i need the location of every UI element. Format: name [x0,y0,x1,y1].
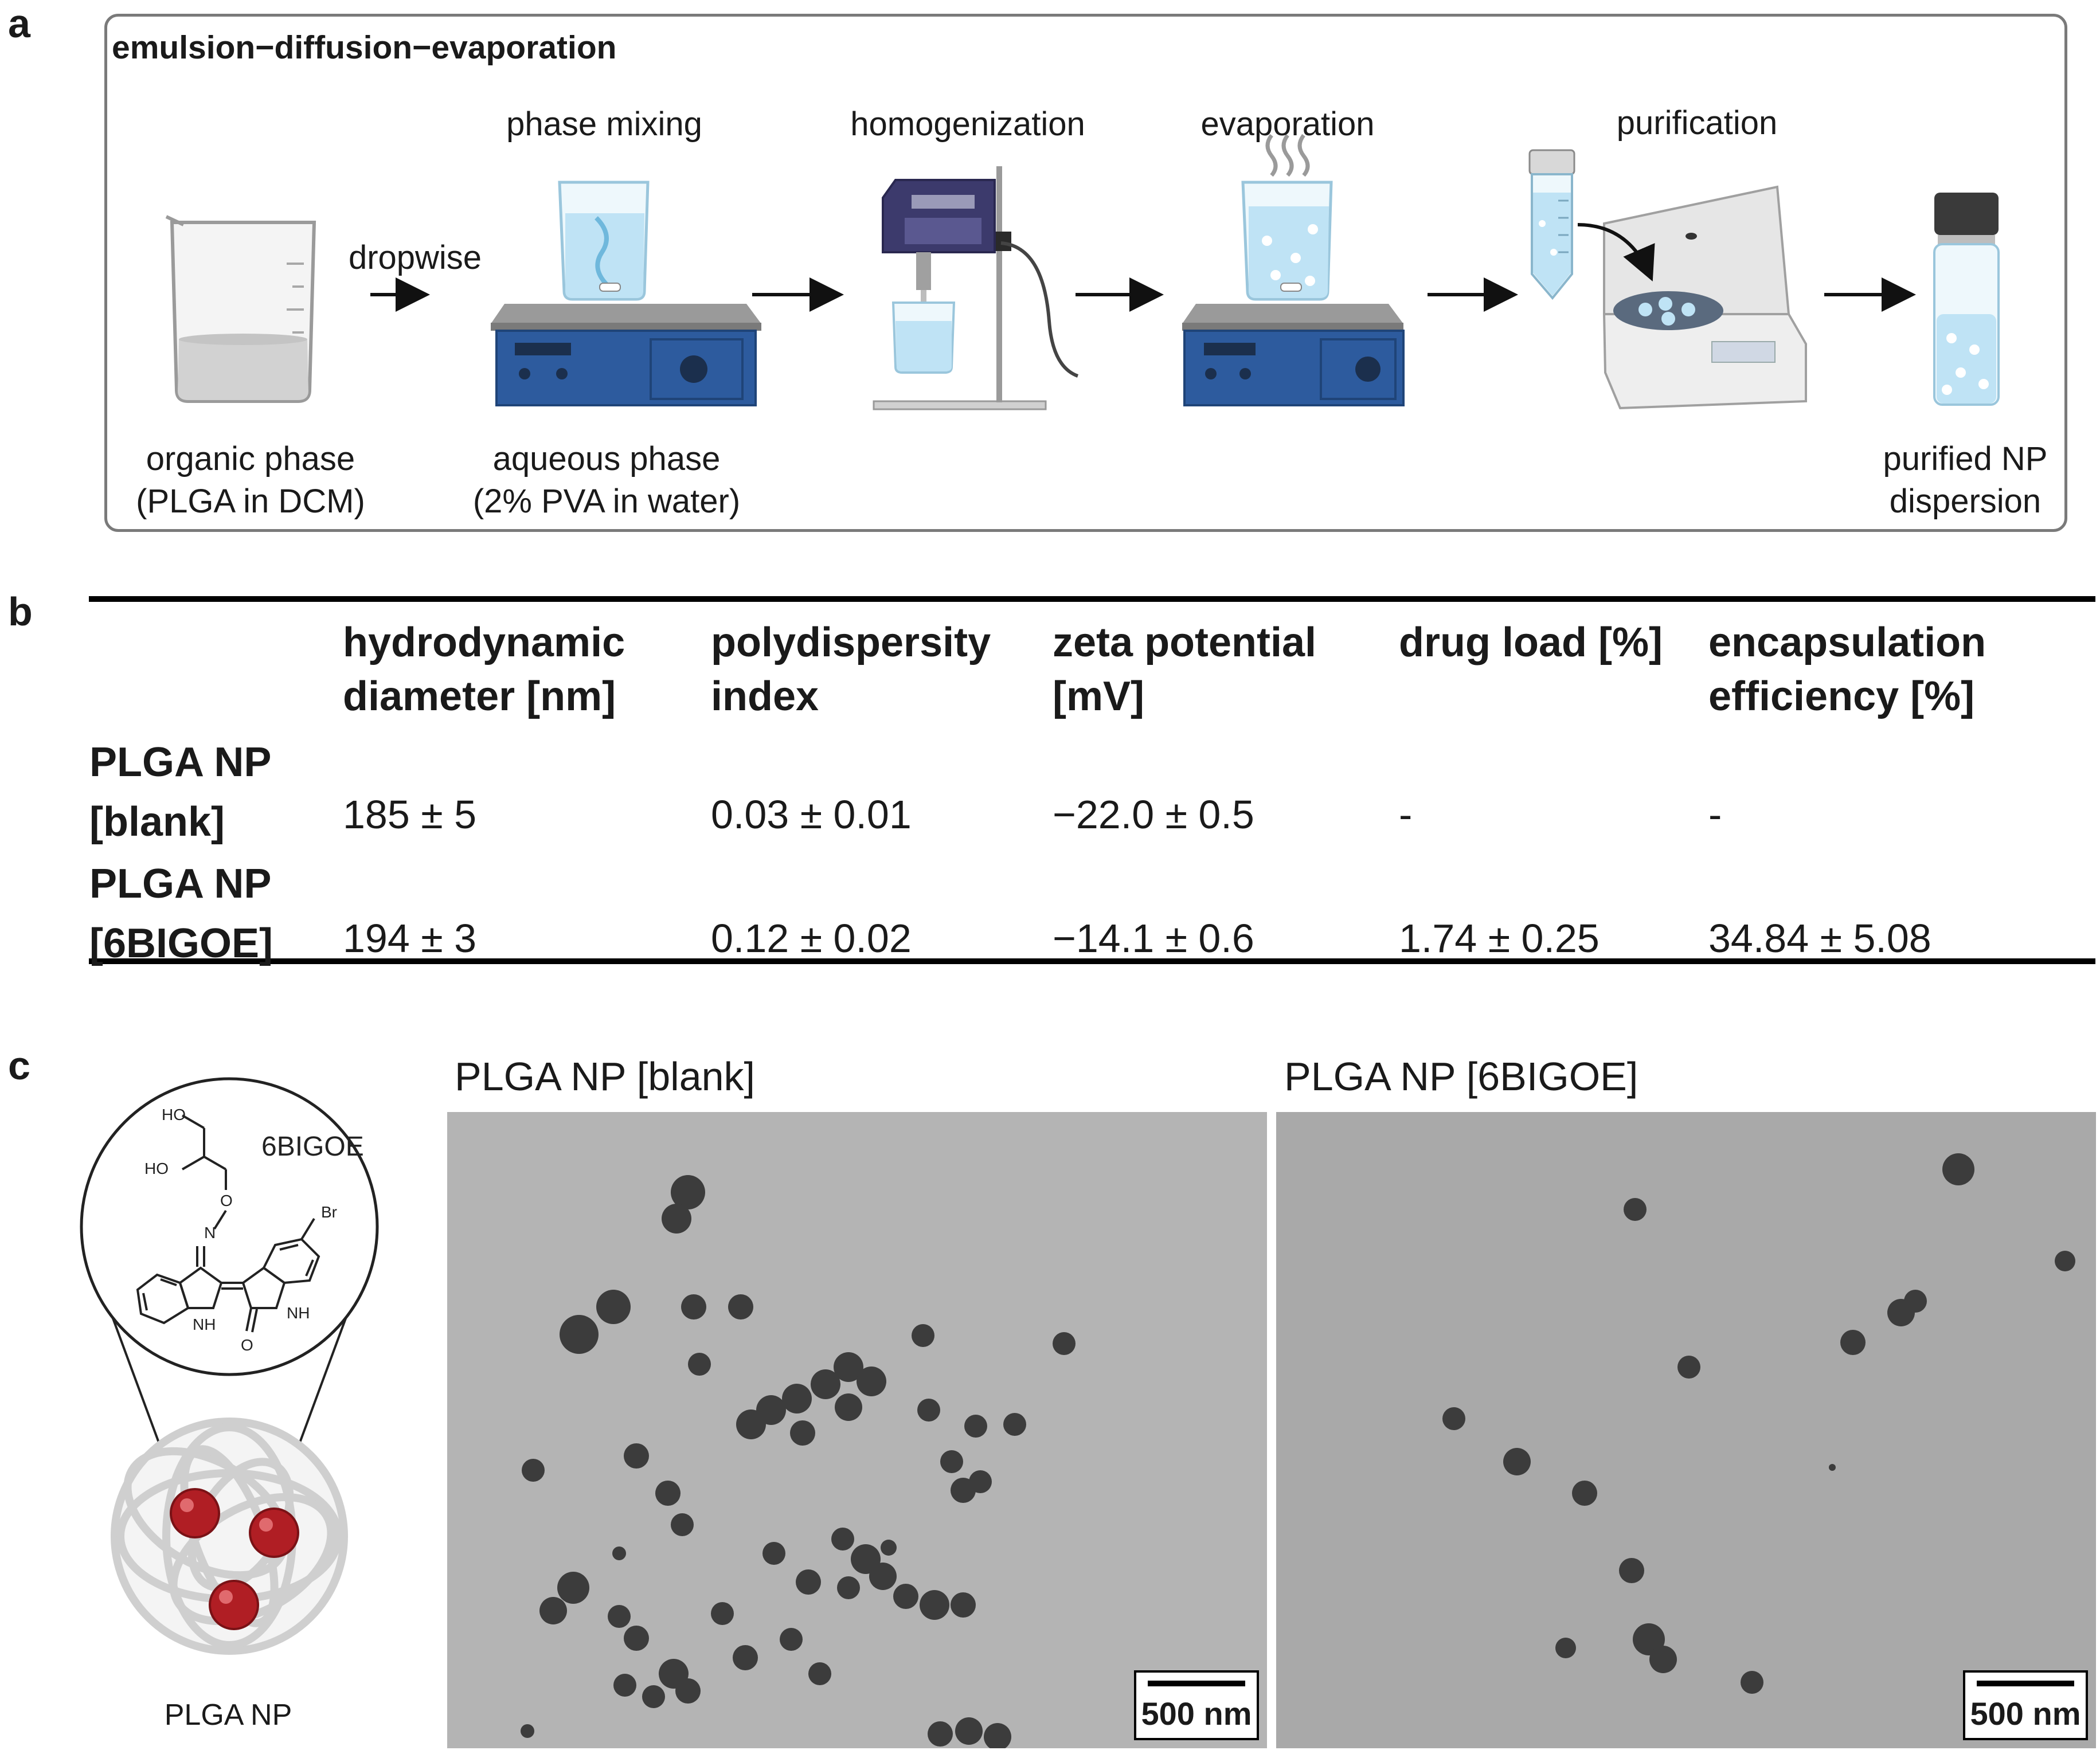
atom-n-oxime: N [204,1224,216,1242]
cell-blank-pdi: 0.03 ± 0.01 [711,792,912,837]
scale-bar-left: 500 nm [1134,1670,1259,1740]
aqueous-phase-caption: aqueous phase (2% PVA in water) [473,438,740,523]
row-blank-line2: [blank] [89,799,225,845]
scale-bar-right: 500 nm [1963,1670,2088,1740]
process-scheme [165,134,2000,410]
mixing-beaker-icon [558,181,650,301]
header-pdi-line1: polydispersity [711,620,991,665]
panel-label-b: b [8,589,33,634]
header-drug-load: drug load [%] [1399,620,1663,665]
header-ee-line1: encapsulation [1708,620,1986,665]
panel-label-a: a [8,1,30,46]
organic-phase-line1: organic phase [146,440,355,477]
header-ee-line2: efficiency [%] [1708,674,1975,719]
purified-line1: purified NP [1883,440,2048,477]
process-title: emulsion−diffusion−evaporation [112,29,617,66]
step-label-purification: purification [1616,104,1778,142]
row-name-blank: PLGA NP [blank] [89,733,271,852]
cell-6bigoe-zeta: −14.1 ± 0.6 [1053,916,1254,961]
centrifuge-tube-icon [1528,149,1575,300]
header-zeta-line2: [mV] [1053,674,1144,719]
tem-right-title: PLGA NP [6BIGOE] [1284,1054,1638,1099]
row-name-6bigoe: PLGA NP [6BIGOE] [89,854,273,973]
cell-6bigoe-pdi: 0.12 ± 0.02 [711,916,912,961]
header-zeta-potential: zeta potential [mV] [1053,616,1316,723]
arrow-into-centrifuge [1577,223,1655,282]
scale-bar-right-line [1977,1681,2074,1686]
vapor-icon [1265,134,1310,177]
header-diameter-line1: hydrodynamic [343,620,625,665]
organic-beaker-icon [165,215,316,403]
table-top-rule [89,596,2095,602]
drug-particle-icon [170,1488,299,1630]
cell-6bigoe-drug-load: 1.74 ± 0.25 [1399,916,1600,961]
step-label-evaporation: evaporation [1200,105,1375,143]
step-label-homogenization: homogenization [850,105,1085,143]
homogenizer-icon [873,166,1079,410]
dropwise-label: dropwise [348,239,482,276]
atom-o-ether: O [220,1192,233,1209]
molecule-zoom-circle [80,1077,379,1376]
organic-phase-caption: organic phase (PLGA in DCM) [136,438,365,523]
atom-o-carbonyl: O [241,1336,253,1354]
step-label-phase-mixing: phase mixing [506,105,702,143]
row-blank-line1: PLGA NP [89,739,272,785]
table-bottom-rule [89,958,2095,964]
scale-bar-left-line [1148,1681,1245,1686]
tem-left-title: PLGA NP [blank] [455,1054,756,1099]
scale-bar-right-label: 500 nm [1970,1696,2081,1732]
cell-blank-zeta: −22.0 ± 0.5 [1053,792,1254,837]
atom-ho-mid: HO [144,1160,169,1177]
atom-ho-top: HO [162,1106,186,1123]
molecule-name-label: 6BIGOE [261,1131,364,1162]
header-pdi-line2: index [711,674,819,719]
cell-blank-ee: - [1708,792,1722,837]
stirrer-hotplate-icon [491,304,761,406]
panel-label-c: c [8,1043,30,1088]
6bigoe-structure [136,1114,320,1333]
molecule-and-nanoparticle-illustration: HO HO O N Br NH NH O 6BIGOE [80,1077,379,1655]
tem-image-blank [447,1112,1267,1748]
row-6bigoe-line1: PLGA NP [89,861,272,907]
purified-dispersion-caption: purified NP dispersion [1883,438,2048,523]
centrifuge-icon [1602,185,1807,410]
aqueous-phase-line2: (2% PVA in water) [472,483,741,520]
cell-blank-drug-load: - [1399,792,1413,837]
aqueous-phase-line1: aqueous phase [492,440,721,477]
nanoparticle-caption: PLGA NP [164,1698,292,1732]
header-encapsulation-efficiency: encapsulation efficiency [%] [1708,616,1986,723]
atom-nh-left: NH [193,1315,216,1333]
cell-6bigoe-diameter: 194 ± 3 [343,916,477,961]
purified-line2: dispersion [1889,483,2042,520]
panel-a-frame [104,14,2067,532]
tem-image-6bigoe [1276,1112,2096,1748]
scale-bar-left-label: 500 nm [1141,1696,1252,1732]
vial-icon [1933,193,2000,406]
evaporation-beaker-icon [1241,181,1333,301]
atom-nh-right: NH [287,1304,310,1322]
cell-blank-diameter: 185 ± 5 [343,792,477,837]
row-6bigoe-line2: [6BIGOE] [89,921,273,966]
evaporation-hotplate-icon [1182,304,1405,406]
header-polydispersity-index: polydispersity index [711,616,991,723]
header-zeta-line1: zeta potential [1053,620,1317,665]
organic-phase-line2: (PLGA in DCM) [136,483,365,520]
header-diameter-line2: diameter [nm] [343,674,616,719]
cell-6bigoe-ee: 34.84 ± 5.08 [1708,916,1931,961]
header-hydrodynamic-diameter: hydrodynamic diameter [nm] [343,616,625,723]
atom-br: Br [321,1203,337,1221]
